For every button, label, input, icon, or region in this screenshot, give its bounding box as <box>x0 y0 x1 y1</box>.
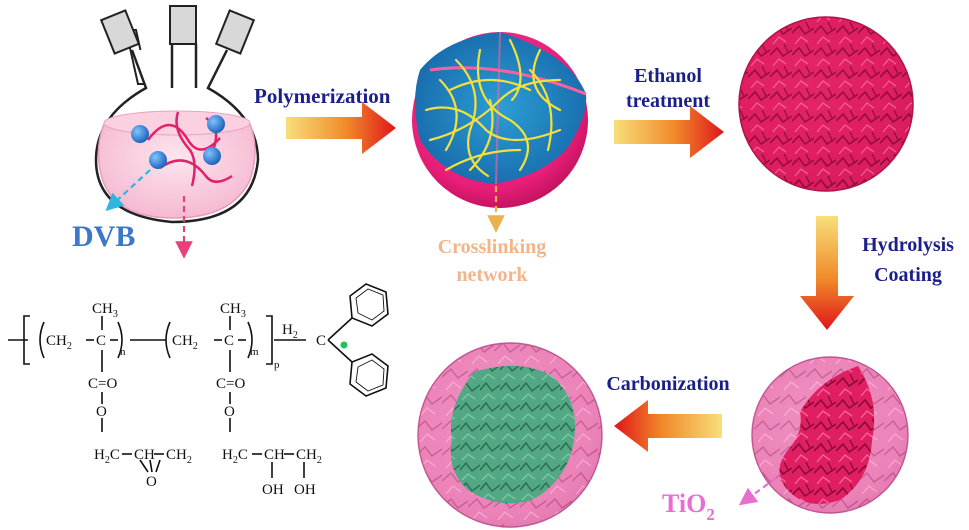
carbonization-arrow <box>614 400 722 452</box>
svg-text:H2: H2 <box>282 322 298 341</box>
crosslinked-sphere <box>412 31 588 208</box>
carbonization-label: Carbonization <box>606 373 729 395</box>
tio2-coated-sphere <box>751 356 909 514</box>
reaction-flask <box>94 5 260 224</box>
svg-text:CH2: CH2 <box>166 447 192 466</box>
dvb-molecule <box>131 125 149 143</box>
svg-text:n: n <box>120 346 126 358</box>
ethanol-label-line2: treatment <box>626 90 710 112</box>
svg-text:O: O <box>146 474 157 490</box>
svg-text:C: C <box>316 333 326 349</box>
crosslinking-label-line1: Crosslinking <box>438 236 547 258</box>
chem-labels: CH3 CH3 CH2 C n CH2 C m p H2 C C=O C=O O… <box>46 301 326 498</box>
hydrolysis-label-line1: Hydrolysis <box>862 234 954 256</box>
dvb-molecule <box>149 151 167 169</box>
svg-text:CH3: CH3 <box>220 301 246 320</box>
svg-text:C: C <box>224 333 234 349</box>
crosslinking-label-line2: network <box>456 264 528 286</box>
svg-text:OH: OH <box>294 482 316 498</box>
dvb-molecule <box>203 147 221 165</box>
svg-text:O: O <box>224 404 235 420</box>
radical-dot <box>340 341 348 349</box>
svg-text:CH2: CH2 <box>296 447 322 466</box>
phenyl-ring <box>349 283 389 327</box>
svg-text:H2C: H2C <box>222 447 248 466</box>
svg-text:CH2: CH2 <box>46 333 72 352</box>
svg-text:H2C: H2C <box>94 447 120 466</box>
svg-text:C=O: C=O <box>88 376 117 392</box>
hydrolysis-arrow <box>800 216 854 330</box>
porous-polymer-sphere <box>738 16 914 192</box>
tio2-pointer <box>738 477 777 506</box>
svg-text:CH2: CH2 <box>172 333 198 352</box>
svg-text:m: m <box>250 346 259 358</box>
svg-text:CH: CH <box>134 447 155 463</box>
svg-text:OH: OH <box>262 482 284 498</box>
svg-text:O: O <box>96 404 107 420</box>
dvb-label: DVB <box>72 220 135 253</box>
polymer-structure <box>8 315 353 478</box>
svg-text:CH: CH <box>264 447 285 463</box>
tio2-label: TiO2 <box>662 489 715 524</box>
dvb-molecule <box>207 115 225 133</box>
svg-text:p: p <box>274 359 280 371</box>
carbonized-sphere <box>417 342 603 528</box>
dvb-pointer <box>105 169 151 211</box>
svg-text:CH3: CH3 <box>92 301 118 320</box>
svg-text:C=O: C=O <box>216 376 245 392</box>
ethanol-label-line1: Ethanol <box>634 65 702 87</box>
polymerization-label: Polymerization <box>254 84 391 108</box>
ethanol-arrow <box>614 106 724 158</box>
svg-text:C: C <box>96 333 106 349</box>
hydrolysis-label-line2: Coating <box>874 264 942 286</box>
phenyl-ring <box>349 353 389 397</box>
polymerization-arrow <box>286 102 396 154</box>
